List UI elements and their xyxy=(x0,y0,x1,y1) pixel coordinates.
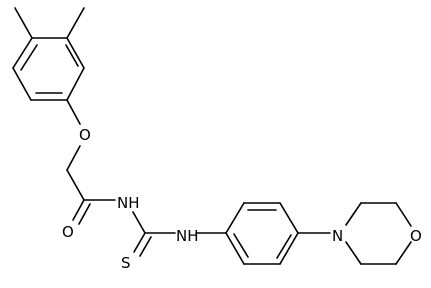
bond xyxy=(345,241,362,265)
morpholine-oxygen-label: O xyxy=(410,227,422,245)
bond xyxy=(395,202,412,227)
thione-sulfur-label: S xyxy=(121,254,131,272)
bond xyxy=(225,202,245,234)
amide-nh-label: NH xyxy=(117,194,140,212)
morpholine-ring xyxy=(345,202,412,265)
aromatic-bond xyxy=(20,44,38,71)
methyl-bond xyxy=(14,7,33,39)
bond xyxy=(132,211,146,234)
phenylene-ring xyxy=(225,202,299,265)
thione-bond xyxy=(139,236,152,257)
carbonyl-bond xyxy=(72,199,85,221)
aromatic-bond xyxy=(233,233,249,258)
bond xyxy=(66,169,85,201)
bond xyxy=(66,37,85,69)
thioamide-nh-label: NH xyxy=(176,227,199,245)
thione-bond xyxy=(133,232,146,253)
carbonyl-oxygen-label: O xyxy=(62,223,74,241)
bond xyxy=(12,67,32,101)
bond xyxy=(395,241,412,265)
bond xyxy=(66,67,85,101)
bond xyxy=(66,99,81,125)
bond xyxy=(345,202,362,226)
methyl-bond xyxy=(66,7,85,39)
bond xyxy=(279,202,299,234)
aromatic-bond xyxy=(65,44,79,67)
bond xyxy=(66,145,81,171)
bond xyxy=(12,37,33,69)
bond xyxy=(225,232,245,265)
carbonyl-bond xyxy=(78,203,91,225)
bond xyxy=(279,232,299,265)
morpholine-nitrogen-label: N xyxy=(332,227,343,245)
ether-oxygen-label: O xyxy=(79,126,91,144)
dimethylphenyl-ring xyxy=(12,37,85,101)
aromatic-bond xyxy=(276,234,292,259)
